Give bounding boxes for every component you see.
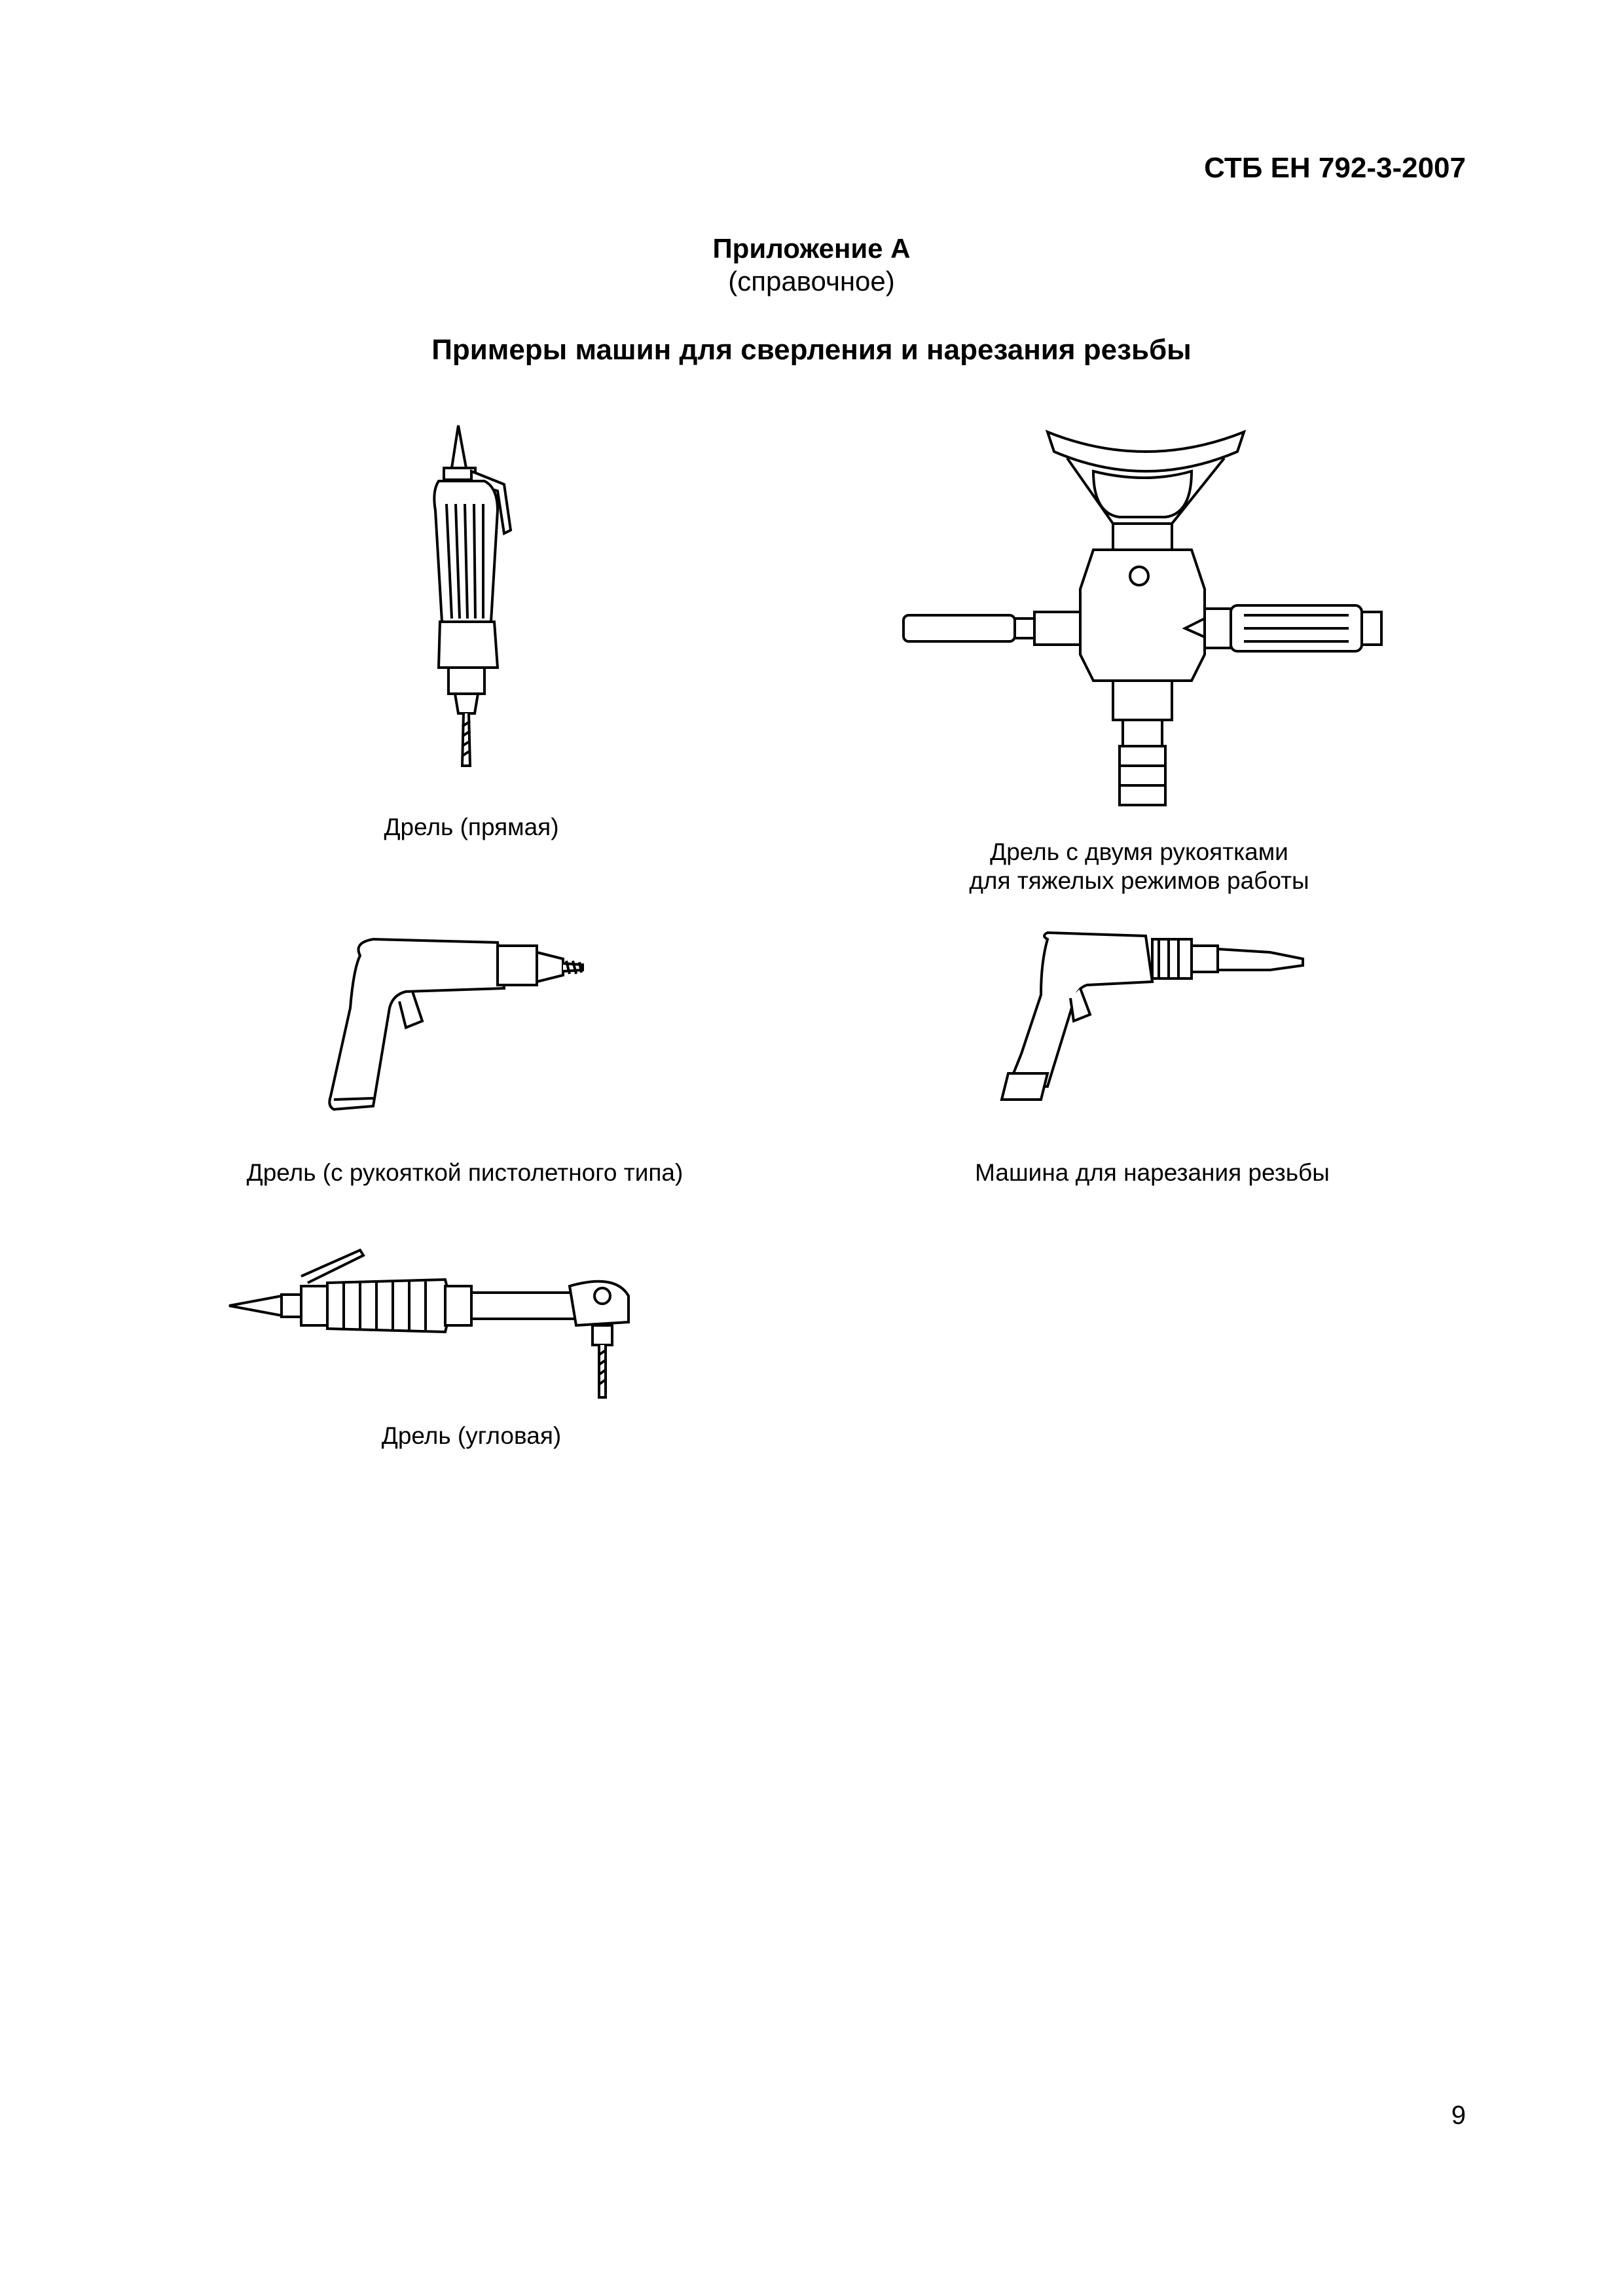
pistol-drill-illustration <box>314 923 615 1126</box>
annex-title: Приложение А <box>712 233 911 264</box>
caption-straight-drill: Дрель (прямая) <box>384 814 559 840</box>
annex-subtitle: (справочное) <box>728 266 895 296</box>
caption-tapper: Машина для нарезания резьбы <box>975 1159 1330 1186</box>
tapper-illustration <box>962 923 1316 1119</box>
two-handle-drill-illustration <box>897 419 1408 825</box>
document-id: СТБ ЕН 792-3-2007 <box>1204 152 1466 184</box>
caption-angle-drill: Дрель (угловая) <box>381 1422 562 1449</box>
angle-drill-illustration <box>223 1224 642 1407</box>
figure-title: Примеры машин для сверления и нарезания … <box>431 334 1192 366</box>
page-number: 9 <box>1451 2101 1466 2130</box>
caption-two-handle-drill-line1: Дрель с двумя рукоятками <box>990 838 1288 865</box>
straight-drill-illustration <box>393 406 550 772</box>
caption-pistol-drill: Дрель (с рукояткой пистолетного типа) <box>246 1159 684 1186</box>
caption-two-handle-drill: Дрель с двумя рукоятками для тяжелых реж… <box>871 838 1408 895</box>
caption-two-handle-drill-line2: для тяжелых режимов работы <box>969 867 1309 894</box>
